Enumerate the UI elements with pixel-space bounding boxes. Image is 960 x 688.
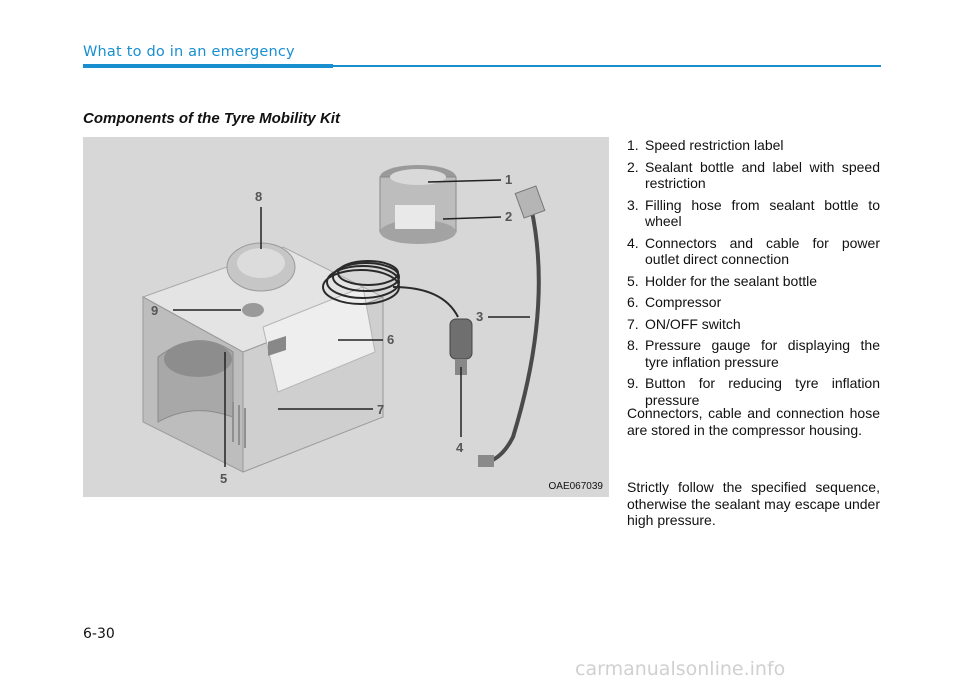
warning-paragraph: Strictly follow the specified sequence, … bbox=[627, 479, 880, 528]
header-rule-thick bbox=[83, 64, 333, 68]
storage-paragraph: Connectors, cable and connection hose ar… bbox=[627, 405, 880, 438]
callout-9: 9 bbox=[151, 303, 158, 318]
list-item: 7.ON/OFF switch bbox=[627, 315, 741, 332]
section-title: What to do in an emergency bbox=[83, 44, 295, 60]
list-item: 8.Pressure gauge for displaying the tyre… bbox=[627, 337, 880, 370]
list-item: 4.Connectors and cable for power outlet … bbox=[627, 234, 880, 268]
kit-illustration: 1 2 3 4 5 6 7 8 9 bbox=[141, 165, 546, 486]
callout-5: 5 bbox=[220, 471, 227, 486]
callout-3: 3 bbox=[476, 309, 483, 324]
callout-4: 4 bbox=[456, 440, 464, 455]
callout-8: 8 bbox=[255, 189, 262, 204]
tyre-mobility-kit-figure: 1 2 3 4 5 6 7 8 9 OAE067039 bbox=[83, 137, 609, 497]
header-rule-thin bbox=[333, 65, 881, 67]
list-item: 3.Filling hose from sealant bottle to wh… bbox=[627, 196, 880, 230]
page-subtitle: Components of the Tyre Mobility Kit bbox=[83, 110, 340, 127]
callout-1: 1 bbox=[505, 172, 512, 187]
list-item: 2.Sealant bottle and label with speed re… bbox=[627, 158, 880, 192]
list-item: 9.Button for reducing tyre inflation pre… bbox=[627, 375, 880, 408]
callout-7: 7 bbox=[377, 402, 384, 417]
figure-code: OAE067039 bbox=[548, 481, 604, 492]
callout-6: 6 bbox=[387, 332, 394, 347]
components-list: 1.Speed restriction label 2.Sealant bott… bbox=[627, 137, 880, 413]
page-number: 6-30 bbox=[83, 626, 115, 642]
list-item: 6.Compressor bbox=[627, 294, 722, 310]
watermark: carmanualsonline.info bbox=[575, 658, 786, 680]
list-item: 1.Speed restriction label bbox=[627, 137, 784, 153]
list-item: 5.Holder for the sealant bottle bbox=[627, 272, 817, 289]
callout-2: 2 bbox=[505, 209, 512, 224]
